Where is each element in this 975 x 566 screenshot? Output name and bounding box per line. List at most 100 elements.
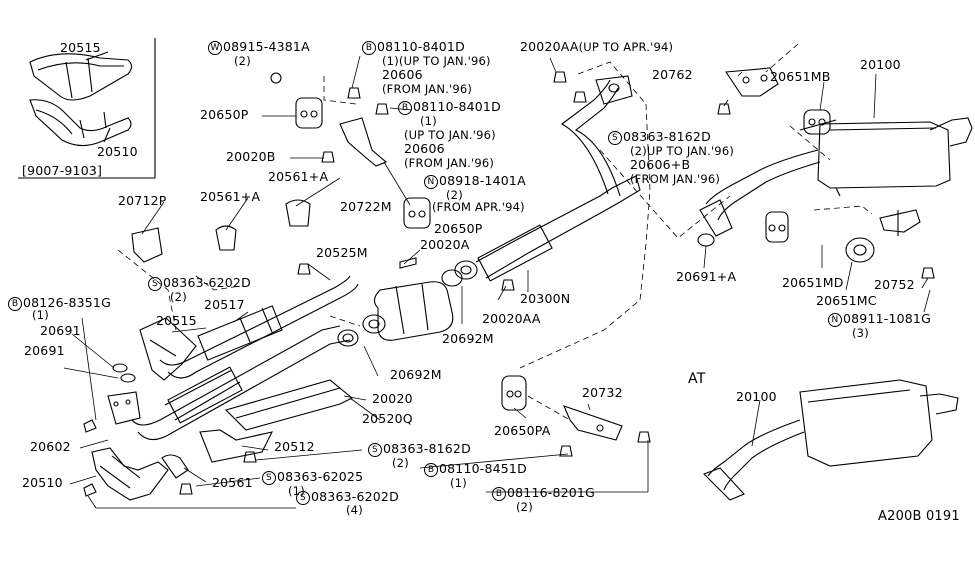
bolts <box>83 71 935 497</box>
label-20561: 20561 <box>212 475 253 490</box>
inset-frame <box>18 38 156 179</box>
label-20020: 20020 <box>372 391 413 406</box>
bracket-20722m <box>339 117 388 167</box>
label-20651mc: 20651MC <box>816 293 877 308</box>
washer-w08915 <box>270 72 282 84</box>
label-s08363-8162d-top-qty: (2)UP TO JAN.'96) <box>630 144 735 158</box>
clamp-20561 <box>161 454 189 479</box>
label-20100-at: 20100 <box>736 389 777 404</box>
bracket-20752 <box>879 209 921 236</box>
label-inset-20515: 20515 <box>60 40 101 55</box>
bracket-20712p <box>131 227 163 263</box>
label-20692m-a: 20692M <box>442 331 494 346</box>
label-20520q: 20520Q <box>362 411 413 426</box>
hanger-20650p-mid <box>403 197 431 229</box>
label-20691-a: 20691 <box>40 323 81 338</box>
label-n08918-note: (FROM APR.'94) <box>432 200 525 214</box>
hanger-20650pa <box>501 375 527 411</box>
label-b08110-top-qty: (1)(UP TO JAN.'96) <box>382 54 491 68</box>
hanger-20651mb <box>803 109 831 135</box>
label-20606b: 20606+B <box>630 157 691 172</box>
heat-shield-20515 <box>139 317 197 381</box>
label-20692m-b: 20692M <box>390 367 442 382</box>
label-20732: 20732 <box>582 385 623 400</box>
label-b08116-qty: (2) <box>516 500 533 514</box>
label-inset-date-range: [9007-9103] <box>22 163 103 178</box>
label-20602: 20602 <box>30 439 71 454</box>
gasket-20691-a <box>112 363 128 373</box>
leader-lines <box>63 55 931 509</box>
label-20650p-mid: 20650P <box>434 221 483 236</box>
label-20020a: 20020A <box>420 237 470 252</box>
clamp-20561a-mid <box>285 199 311 227</box>
rear-muffler-20100 <box>699 117 973 237</box>
label-20722m: 20722M <box>340 199 392 214</box>
label-20650p-top: 20650P <box>200 107 249 122</box>
label-inset-20510: 20510 <box>97 144 138 159</box>
label-20300n: 20300N <box>520 291 571 306</box>
gasket-20692m-lower <box>337 329 359 347</box>
label-at: AT <box>688 371 706 387</box>
label-20691-b: 20691 <box>24 343 65 358</box>
label-20512: 20512 <box>274 439 315 454</box>
inset-heat-shield-lower <box>29 99 132 147</box>
bracket-20762 <box>725 67 779 97</box>
label-20020b: 20020B <box>226 149 276 164</box>
gasket-pair <box>441 260 478 287</box>
label-20606-mid-note: (FROM JAN.'96) <box>404 156 495 170</box>
hanger-20651md <box>765 211 789 243</box>
washer-20691a <box>697 233 715 247</box>
label-20606b-note: (FROM JAN.'96) <box>630 172 721 186</box>
label-20752: 20752 <box>874 277 915 292</box>
at-muffler-20100 <box>703 379 959 501</box>
label-20515: 20515 <box>156 313 197 328</box>
label-b08110-mid-qty: (1) <box>420 114 437 128</box>
heat-shield-20510 <box>91 447 169 501</box>
label-20606-top: 20606 <box>382 67 423 82</box>
label-20561a-left: 20561+A <box>200 189 261 204</box>
label-20100: 20100 <box>860 57 901 72</box>
front-exhaust-pipe <box>131 325 351 441</box>
label-s08363-8162d-bot-qty: (2) <box>392 456 409 470</box>
label-s08363-6202d-top-qty: (2) <box>170 290 187 304</box>
label-20650pa: 20650PA <box>494 423 551 438</box>
catalytic-converter <box>373 281 454 341</box>
label-n08918-qty: (2) <box>446 188 463 202</box>
label-b08126-qty: (1) <box>32 308 49 322</box>
label-20712p: 20712P <box>118 193 167 208</box>
label-20517: 20517 <box>204 297 245 312</box>
heat-shield-20520q <box>224 379 354 431</box>
gasket-20692m-mid <box>362 314 386 334</box>
label-20651md: 20651MD <box>782 275 844 290</box>
label-20606-top-note: (FROM JAN.'96) <box>382 82 473 96</box>
front-pipe-upper <box>159 275 359 379</box>
center-pipe-20300n <box>475 75 641 282</box>
hanger-20651mc <box>845 237 875 263</box>
label-b08110-mid-note: (UP TO JAN.'96) <box>404 128 496 142</box>
dashed-guides <box>117 43 873 421</box>
gasket-20691-b <box>120 373 136 383</box>
label-20525m: 20525M <box>316 245 368 260</box>
label-20020aa-top: 20020AA(UP TO APR.'94) <box>520 39 674 55</box>
label-20762: 20762 <box>652 67 693 82</box>
label-20691a: 20691+A <box>676 269 737 284</box>
label-w08915-qty: (2) <box>234 54 251 68</box>
clamp-20561a-left <box>215 225 237 251</box>
label-20020aa: 20020AA <box>482 311 541 326</box>
label-20651mb: 20651MB <box>770 69 831 84</box>
label-20510: 20510 <box>22 475 63 490</box>
